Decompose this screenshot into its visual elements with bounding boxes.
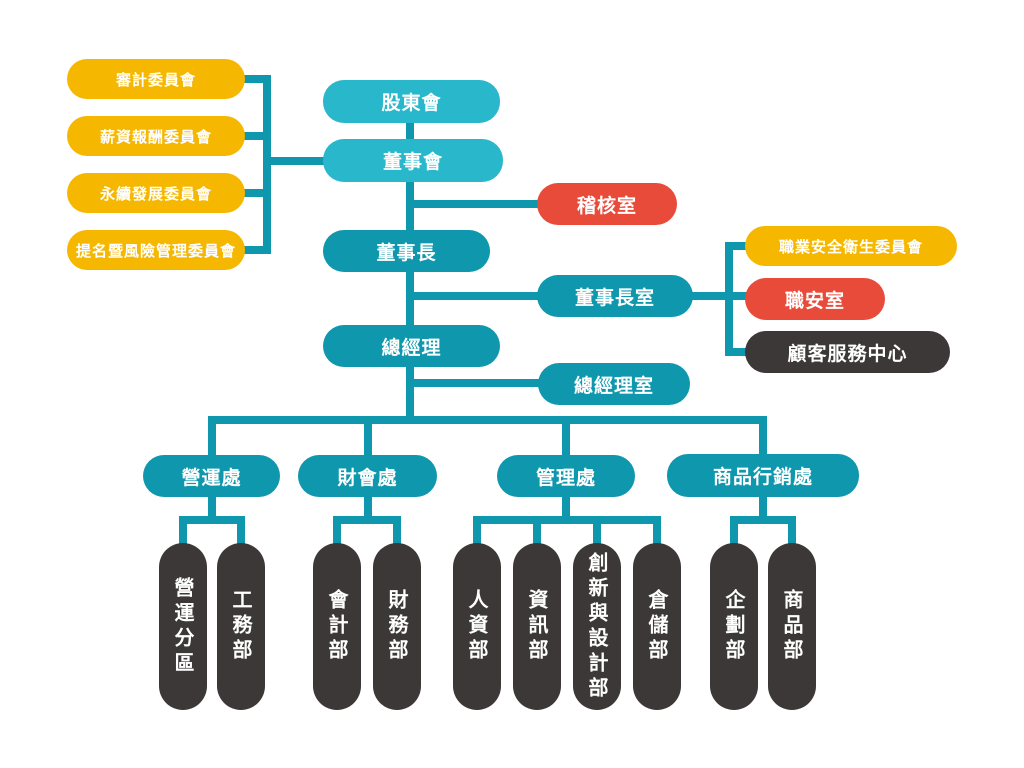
connector-line — [730, 516, 738, 546]
department-engineering: 工務部 — [217, 543, 265, 710]
connector-line — [725, 242, 750, 250]
connector-line — [788, 516, 796, 546]
connector-line — [263, 157, 328, 165]
connector-line — [208, 494, 216, 524]
connector-line — [240, 132, 271, 140]
connector-line — [473, 516, 661, 524]
president-node: 總經理 — [323, 325, 500, 367]
department-finance: 財務部 — [373, 543, 421, 710]
connector-line — [208, 416, 216, 460]
department-label: 人資部 — [465, 589, 489, 664]
department-accounting: 會計部 — [313, 543, 361, 710]
connector-line — [393, 516, 401, 546]
connector-line — [725, 348, 750, 356]
connector-line — [240, 189, 271, 197]
department-label: 資訊部 — [525, 589, 549, 664]
connector-line — [725, 242, 733, 356]
chairman-office-node: 董事長室 — [537, 275, 693, 317]
connector-line — [533, 516, 541, 546]
committee-remuneration: 薪資報酬委員會 — [67, 116, 245, 156]
department-information: 資訊部 — [513, 543, 561, 710]
committee-sustainability: 永續發展委員會 — [67, 173, 245, 213]
occupational-safety-committee-node: 職業安全衛生委員會 — [745, 226, 957, 266]
connector-line — [333, 516, 401, 524]
division-finance-accounting: 財會處 — [298, 455, 437, 497]
department-human-resources: 人資部 — [453, 543, 501, 710]
department-label: 商品部 — [780, 589, 804, 664]
department-label: 工務部 — [229, 589, 253, 664]
occupational-safety-office-node: 職安室 — [745, 278, 885, 320]
department-label: 創新與設計部 — [585, 551, 609, 702]
committee-nomination-risk: 提名暨風險管理委員會 — [67, 230, 245, 270]
committee-audit: 審計委員會 — [67, 59, 245, 99]
customer-service-center-node: 顧客服務中心 — [745, 331, 950, 373]
department-warehousing: 倉儲部 — [633, 543, 681, 710]
connector-line — [562, 416, 570, 460]
connector-line — [208, 416, 767, 424]
department-label: 營運分區 — [171, 576, 195, 677]
department-operations-region: 營運分區 — [159, 543, 207, 710]
connector-line — [406, 200, 541, 208]
department-label: 會計部 — [325, 589, 349, 664]
department-label: 財務部 — [385, 589, 409, 664]
connector-line — [406, 292, 541, 300]
department-innovation-design: 創新與設計部 — [573, 543, 621, 710]
audit-office-node: 稽核室 — [537, 183, 677, 225]
connector-line — [179, 516, 187, 546]
department-merchandise: 商品部 — [768, 543, 816, 710]
connector-line — [240, 246, 271, 254]
board-of-directors-node: 董事會 — [323, 139, 503, 182]
division-merchandising-marketing: 商品行銷處 — [667, 454, 859, 497]
connector-line — [237, 516, 245, 546]
connector-line — [364, 416, 372, 460]
connector-line — [333, 516, 341, 546]
connector-line — [473, 516, 481, 546]
division-operations: 營運處 — [143, 455, 280, 497]
connector-line — [688, 292, 750, 300]
president-office-node: 總經理室 — [538, 363, 690, 405]
division-administration: 管理處 — [497, 455, 635, 497]
department-label: 倉儲部 — [645, 589, 669, 664]
connector-line — [759, 494, 767, 524]
connector-line — [240, 75, 271, 83]
connector-line — [759, 416, 767, 460]
shareholders-meeting-node: 股東會 — [323, 80, 500, 123]
chairman-node: 董事長 — [323, 230, 490, 272]
connector-line — [730, 516, 796, 524]
connector-line — [562, 494, 570, 524]
connector-line — [179, 516, 245, 524]
connector-line — [653, 516, 661, 546]
connector-line — [364, 494, 372, 524]
department-label: 企劃部 — [722, 589, 746, 664]
connector-line — [593, 516, 601, 546]
department-planning: 企劃部 — [710, 543, 758, 710]
connector-line — [406, 379, 542, 387]
